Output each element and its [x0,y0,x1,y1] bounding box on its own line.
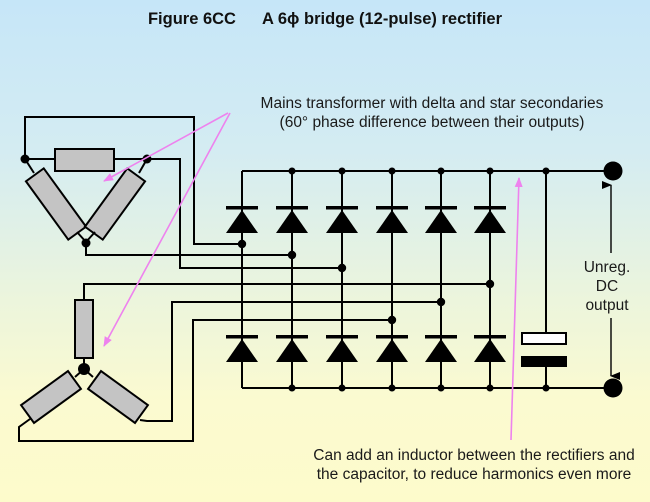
phase-junction-6 [485,279,495,289]
diode-lower-4 [376,339,408,362]
diode-upper-cathode [474,206,506,210]
diode-upper-cathode [326,206,358,210]
diode-lower-5 [425,339,457,362]
inductor-annotation-line1: Can add an inductor between the rectifie… [313,447,635,464]
annotation-arrows [103,112,523,441]
phase-junction-1 [237,239,247,249]
delta-wire-c [147,158,342,269]
delta-node-left [20,154,30,164]
diode-lower-3 [326,339,358,362]
phase-junction-5 [436,297,446,307]
dc-output-label: Unreg. DC output [578,258,636,315]
diode-lower-1 [226,339,258,362]
arrow-to-dc-bus [510,177,523,441]
inductor-annotation-line2: the capacitor, to reduce harmonics even … [316,466,632,483]
star-neutral-node [78,363,90,375]
delta-wire-b [85,242,292,256]
star-wire-c [18,319,392,442]
dc-output-label-line2: DC [595,278,619,295]
star-secondary [18,283,490,442]
diode-upper-cathode [425,206,457,210]
dc-output-label-line3: output [585,297,629,314]
diode-upper-5 [425,210,457,233]
delta-wire-a [24,116,242,245]
diode-upper-cathode [276,206,308,210]
delta-winding-left [24,167,88,241]
phase-junction-3 [337,263,347,273]
diode-lower-cathode [326,335,358,339]
capacitor-node-bottom [542,384,550,392]
diode-upper-1 [226,210,258,233]
star-winding-right [86,369,150,425]
diode-upper-4 [376,210,408,233]
phase-junction-4 [387,315,397,325]
star-wire-b [139,301,441,422]
diode-lower-cathode [226,335,258,339]
capacitor-plate-positive [521,332,567,345]
diode-lower-cathode [376,335,408,339]
transformer-annotation: Mains transformer with delta and star se… [232,94,632,132]
arrow-to-delta [103,112,229,182]
diode-lower-cathode [276,335,308,339]
diode-lower-6 [474,339,506,362]
diode-upper-3 [326,210,358,233]
diode-upper-6 [474,210,506,233]
dc-output-label-line1: Unreg. [583,259,631,276]
delta-node-bottom [81,238,91,248]
arrow-to-star [103,112,231,347]
transformer-annotation-line1: Mains transformer with delta and star se… [260,95,604,112]
diode-upper-cathode [226,206,258,210]
star-winding-top [74,299,94,359]
figure-label: Figure 6CC [147,10,236,28]
figure-title: Figure 6CC A 6ϕ bridge (12-pulse) rectifi… [0,10,650,29]
output-terminal-negative [603,378,623,398]
diode-upper-2 [276,210,308,233]
star-wire-a [83,283,490,300]
rectifier-bridge [226,167,506,392]
diode-lower-cathode [474,335,506,339]
inductor-annotation: Can add an inductor between the rectifie… [299,446,649,484]
diode-lower-cathode [425,335,457,339]
diode-upper-cathode [376,206,408,210]
capacitor-node-top [542,167,550,175]
transformer-annotation-line2: (60° phase difference between their outp… [279,114,585,131]
dc-output-section [242,161,623,398]
capacitor-plate-negative [521,356,567,367]
output-terminal-positive [603,161,623,181]
diode-lower-2 [276,339,308,362]
delta-winding-right [83,167,147,241]
star-winding-left [19,369,83,425]
figure-caption: A 6ϕ bridge (12-pulse) rectifier [261,10,503,28]
delta-winding-top [54,148,115,172]
delta-secondary [20,116,342,269]
phase-junction-2 [287,250,297,260]
